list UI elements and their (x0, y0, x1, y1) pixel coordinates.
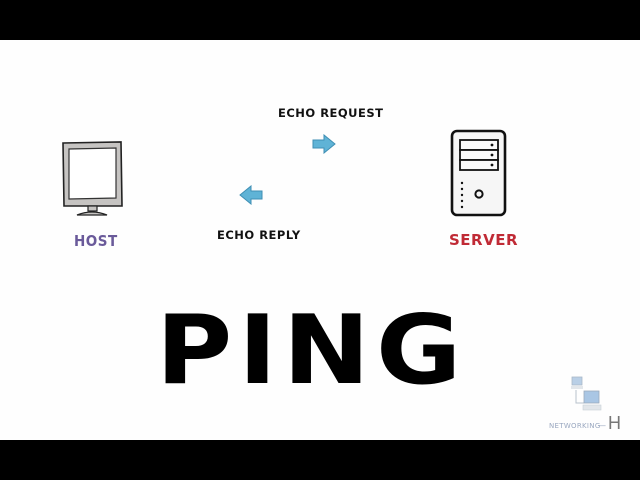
slide-canvas: HOST SERVER ECHO REQUEST ECHO REPLY PING… (0, 40, 640, 440)
networked-computers-icon (571, 376, 602, 411)
watermark-dash: — (598, 421, 606, 430)
letterbox-top (0, 0, 640, 40)
watermark-logo-letter: H (608, 413, 621, 433)
monitor-icon (62, 141, 123, 216)
host-label: HOST (74, 232, 118, 250)
ping-title: PING (156, 293, 468, 406)
echo-request-label: ECHO REQUEST (278, 106, 384, 120)
arrow-right-icon (312, 134, 336, 154)
watermark-text: NETWORKING (549, 422, 601, 430)
server-tower-icon (450, 129, 507, 217)
server-label: SERVER (449, 231, 519, 249)
echo-reply-label: ECHO REPLY (217, 228, 301, 242)
letterbox-bottom (0, 440, 640, 480)
arrow-left-icon (239, 185, 263, 205)
